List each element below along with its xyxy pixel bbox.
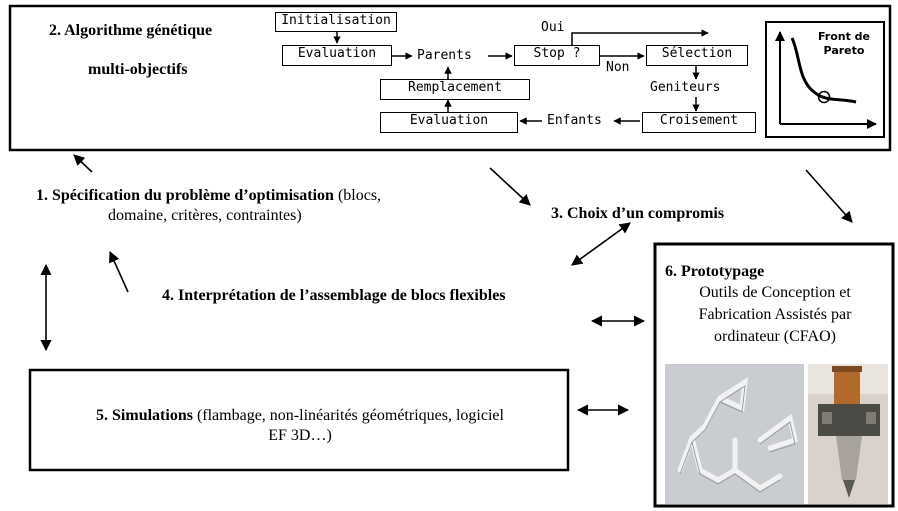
arrow-oui	[571, 29, 709, 46]
cad-render-image	[665, 364, 804, 504]
evaluation-bottom-box: Evaluation	[380, 112, 518, 133]
step5-detail-b: EF 3D…)	[268, 427, 332, 444]
ga-title-line2: multi-objectifs	[88, 61, 188, 78]
step6-line2: Fabrication Assistés par	[698, 306, 852, 323]
step6-text: Outils de Conception et Fabrication Assi…	[660, 282, 890, 348]
non-label: Non	[606, 60, 630, 75]
pareto-chart	[765, 21, 885, 138]
remplacement-box: Remplacement	[380, 79, 530, 100]
step3-title: 3. Choix d’un compromis	[551, 205, 725, 222]
enfants-label: Enfants	[547, 113, 602, 128]
arrow-ga-to-prototypage	[805, 169, 853, 223]
arrow-ga-to-compromis	[489, 167, 531, 206]
step1-text: 1. Spécification du problème d’optimisat…	[36, 186, 506, 206]
initialisation-box: Initialisation	[275, 12, 397, 32]
step6-title: 6. Prototypage	[665, 263, 765, 280]
arrow-to-ga	[73, 154, 93, 173]
prototypage-box	[653, 242, 895, 508]
ga-title-line1: 2. Algorithme génétique	[49, 22, 213, 39]
pareto-label-line2: Pareto	[823, 44, 865, 57]
step4-title: 4. Interprétation de l’assemblage de blo…	[162, 287, 506, 304]
step5-detail-a: (flambage, non-linéarités géométriques, …	[196, 407, 504, 424]
step1-title: 1. Spécification du problème d’optimisat…	[36, 187, 334, 204]
arrow-compromis-interpretation	[571, 222, 631, 266]
oui-label: Oui	[541, 20, 565, 35]
step5-title: 5. Simulations	[96, 407, 193, 424]
step1-detail-b: domaine, critères, contraintes)	[108, 207, 302, 224]
step5-text: 5. Simulations (flambage, non-linéarités…	[40, 406, 560, 446]
step6-line1: Outils de Conception et	[699, 284, 851, 301]
parents-label: Parents	[417, 48, 472, 63]
step1-detail-a: (blocs,	[337, 187, 382, 204]
simulations-box	[28, 368, 570, 472]
ga-section-border	[8, 4, 892, 152]
step6-line3: ordinateur (CFAO)	[714, 328, 836, 345]
croisement-box: Croisement	[642, 112, 756, 133]
selection-box: Sélection	[646, 45, 748, 66]
geniteurs-label: Geniteurs	[650, 80, 721, 95]
pareto-label-line1: Front de	[817, 30, 871, 43]
pareto-label: Front de Pareto	[806, 30, 882, 58]
evaluation-top-box: Evaluation	[282, 45, 392, 66]
arrow-interpretation-to-spec	[109, 250, 129, 293]
stop-box: Stop ?	[514, 45, 600, 66]
prototype-photo	[808, 364, 888, 504]
